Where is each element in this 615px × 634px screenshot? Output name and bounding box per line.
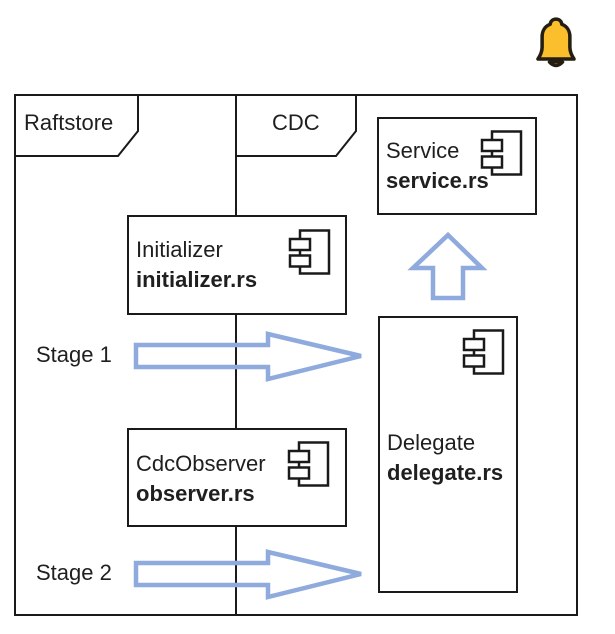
component-delegate-name: Delegate <box>387 430 476 455</box>
stage-2-arrow <box>133 549 362 600</box>
column-divider-line <box>235 95 237 615</box>
cdc-tab-shape <box>235 94 357 157</box>
component-delegate-file: delegate.rs <box>387 460 504 485</box>
package-label-cdc: CDC <box>272 110 320 135</box>
component-initializer: Initializer initializer.rs <box>127 215 347 315</box>
bell-body <box>536 17 576 61</box>
component-initializer-name: Initializer <box>136 237 223 262</box>
raftstore-tab-shape <box>14 94 139 157</box>
component-initializer-file: initializer.rs <box>136 267 258 292</box>
component-cdcobserver: CdcObserver observer.rs <box>127 428 347 527</box>
bell-icon <box>536 17 576 68</box>
bell-clapper <box>547 60 565 68</box>
component-cdcobserver-file: observer.rs <box>136 481 255 506</box>
arrow-delegate-to-service <box>407 231 488 301</box>
component-delegate: Delegate delegate.rs <box>378 316 518 593</box>
component-service-file: service.rs <box>386 168 489 193</box>
uml-component-icon <box>288 229 331 275</box>
package-label-raftstore: Raftstore <box>24 110 114 135</box>
component-cdcobserver-name: CdcObserver <box>136 451 266 476</box>
uml-component-icon <box>287 441 330 487</box>
uml-component-icon <box>462 329 505 375</box>
component-service: Service service.rs <box>377 117 537 215</box>
stage-1-label: Stage 1 <box>36 342 112 367</box>
stage-1-arrow <box>133 331 362 382</box>
stage-2-label: Stage 2 <box>36 560 112 585</box>
component-service-name: Service <box>386 138 460 163</box>
uml-component-icon <box>480 130 523 176</box>
